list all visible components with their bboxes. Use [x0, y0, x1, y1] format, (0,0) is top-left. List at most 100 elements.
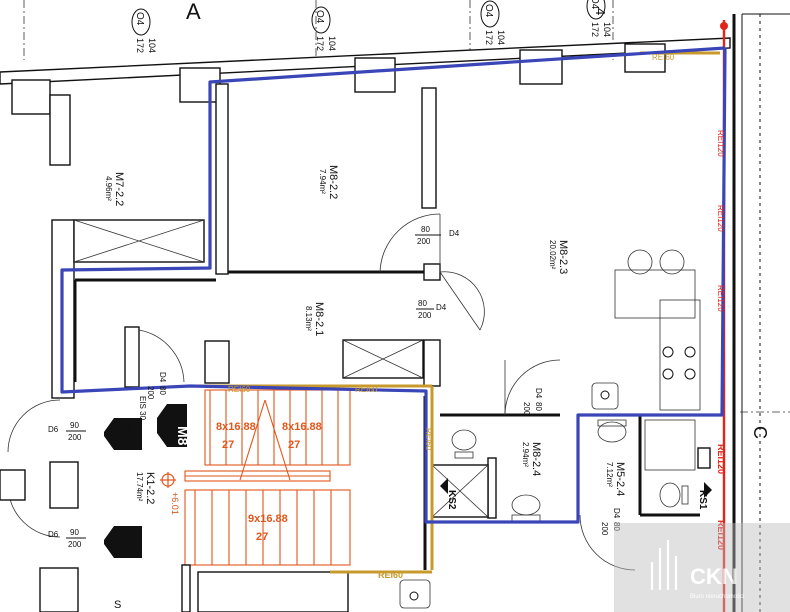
door-rating-eis30: EIS 30 — [138, 396, 147, 421]
svg-text:200: 200 — [600, 522, 609, 536]
svg-text:O4: O4 — [314, 10, 325, 24]
svg-text:27: 27 — [288, 439, 300, 451]
axis-label-4: 4 — [593, 8, 608, 15]
shower-tray — [644, 419, 696, 471]
sink-icon — [591, 382, 619, 410]
svg-text:REI60: REI60 — [228, 385, 251, 394]
sink-icon — [399, 579, 431, 609]
svg-text:REI60: REI60 — [355, 385, 378, 394]
svg-text:REI120: REI120 — [716, 285, 725, 312]
svg-text:M8-2.4: M8-2.4 — [530, 442, 542, 476]
window-mark: O4 172 104 — [586, 0, 612, 37]
elevator-block — [0, 461, 79, 612]
svg-text:200: 200 — [68, 540, 82, 549]
svg-text:M8-2.3: M8-2.3 — [557, 240, 569, 274]
svg-text:REI60: REI60 — [378, 570, 403, 580]
svg-text:104: 104 — [496, 30, 506, 45]
unit-tag-m6: M6 — [104, 526, 142, 558]
building-icon — [650, 540, 678, 590]
door-swings — [7, 213, 636, 571]
stair-label: 9x16.88 27 — [248, 513, 288, 543]
svg-text:172: 172 — [484, 30, 494, 45]
svg-text:M7: M7 — [121, 422, 137, 442]
svg-text:D4: D4 — [436, 303, 447, 312]
svg-text:27: 27 — [222, 439, 234, 451]
svg-text:+6.01: +6.01 — [170, 492, 180, 515]
svg-text:M8-2.2: M8-2.2 — [327, 165, 339, 199]
cooktop-icon — [662, 346, 696, 380]
svg-text:D4: D4 — [449, 229, 460, 238]
unit-tag-m7: M7 — [104, 418, 142, 450]
svg-text:REI120: REI120 — [716, 444, 726, 474]
door-mark: D4 80 200 — [600, 508, 621, 536]
svg-text:O4: O4 — [483, 4, 494, 18]
outer-walls — [0, 13, 790, 612]
stair-label: 8x16.88 27 — [216, 421, 256, 451]
svg-text:D6: D6 — [48, 425, 59, 434]
window-mark: O4 172 104 — [131, 8, 157, 53]
door-mark: D4 80 200 — [146, 372, 167, 400]
table-chair-icon — [659, 249, 685, 275]
room-label-m8-2-4: M8-2.4 2.94m² — [521, 442, 542, 476]
svg-text:80: 80 — [612, 522, 621, 531]
svg-text:7.94m²: 7.94m² — [318, 169, 327, 194]
svg-text:K1-2.2: K1-2.2 — [144, 472, 156, 504]
svg-text:200: 200 — [68, 433, 82, 442]
svg-text:200: 200 — [417, 237, 431, 246]
room-label-m8-2-2: M8-2.2 7.94m² — [318, 165, 339, 199]
route-blue-outline — [60, 46, 727, 524]
svg-text:104: 104 — [147, 38, 157, 53]
svg-text:M8-2.1: M8-2.1 — [313, 302, 325, 336]
svg-text:90: 90 — [70, 421, 79, 430]
svg-text:104: 104 — [602, 22, 612, 37]
svg-text:80: 80 — [418, 299, 427, 308]
door-mark: D6 90 200 — [48, 528, 86, 549]
svg-text:27: 27 — [256, 531, 268, 543]
door-mark: D6 90 200 — [48, 421, 86, 442]
fire-rating-labels: REI120 REI120 REI120 REI120 REI120 REI60… — [228, 53, 726, 580]
shaft-ks1: KS1 — [697, 482, 712, 510]
axis-label-c: C — [750, 426, 770, 439]
svg-text:80: 80 — [421, 225, 430, 234]
window-mark: O4 172 104 — [480, 0, 506, 45]
watermark-brand: CKN — [690, 564, 738, 589]
svg-text:REI60: REI60 — [652, 53, 675, 62]
washbasin-icon — [511, 494, 541, 524]
svg-text:104: 104 — [327, 36, 337, 51]
room-label-m8-2-3: M8-2.3 20.02m² — [548, 240, 569, 274]
svg-text:O4: O4 — [134, 12, 145, 26]
door-mark: 80 D4 200 — [415, 225, 460, 246]
svg-text:D6: D6 — [48, 530, 59, 539]
window-mark: O4 172 104 — [311, 6, 337, 51]
svg-text:80: 80 — [534, 402, 543, 411]
svg-text:20.02m²: 20.02m² — [548, 240, 557, 270]
interior-walls — [51, 83, 700, 570]
svg-text:M8: M8 — [175, 426, 191, 446]
door-mark: 80 D4 200 — [416, 299, 447, 320]
svg-text:REI60: REI60 — [424, 428, 433, 451]
watermark-logo: CKN Biuro nieruchomości — [614, 523, 790, 612]
svg-text:REI120: REI120 — [716, 205, 725, 232]
room-label-m5-2-4: M5-2.4 7.12m² — [605, 462, 626, 496]
svg-text:D4: D4 — [534, 388, 543, 399]
svg-text:M7-2.2: M7-2.2 — [113, 172, 125, 206]
svg-text:172: 172 — [135, 38, 145, 53]
level-mark: +6.01 — [160, 472, 180, 515]
svg-text:7.12m²: 7.12m² — [605, 462, 614, 487]
svg-text:200: 200 — [146, 386, 155, 400]
toilet-icon — [659, 482, 689, 508]
shaft-ks2: KS2 — [440, 478, 457, 510]
stair-s-label: S — [114, 599, 121, 611]
fixtures — [399, 249, 711, 609]
svg-text:REI120: REI120 — [716, 520, 726, 550]
room-label-k1-2-2: K1-2.2 17.74m² — [135, 472, 156, 504]
svg-text:200: 200 — [418, 311, 432, 320]
svg-text:2.94m²: 2.94m² — [521, 442, 530, 467]
room-label-m7-2-2: M7-2.2 4.96m² — [104, 172, 125, 206]
svg-text:4.96m²: 4.96m² — [104, 176, 113, 201]
svg-text:8.13m²: 8.13m² — [304, 306, 313, 331]
axis-label-a: A — [186, 0, 201, 24]
door-mark: D4 80 200 — [522, 388, 543, 416]
table-chair-icon — [627, 249, 653, 275]
